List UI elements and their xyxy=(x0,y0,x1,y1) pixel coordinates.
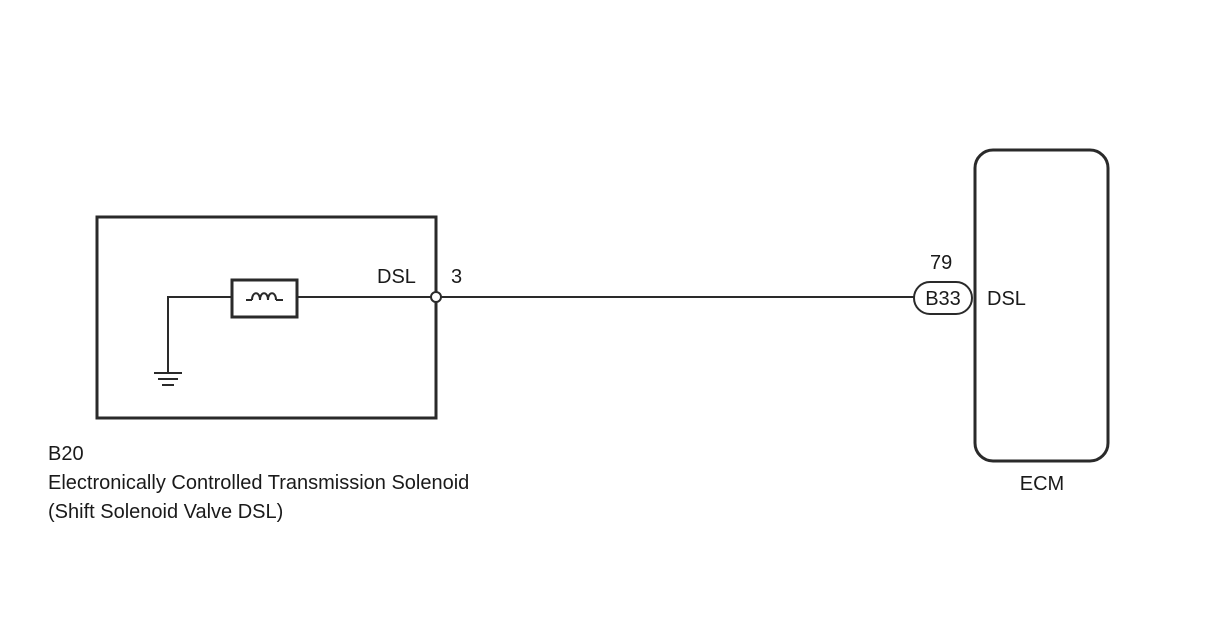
ground-wire xyxy=(167,296,232,372)
ecm-connector-pill xyxy=(913,281,973,315)
solenoid-box xyxy=(95,215,438,420)
ecm-pin-number: 79 xyxy=(930,252,952,274)
solenoid-terminal-icon xyxy=(430,291,442,303)
solenoid-pin-number: 3 xyxy=(451,266,462,288)
solenoid-connector-code: B20 xyxy=(48,443,84,465)
ecm-name: ECM xyxy=(1020,473,1064,495)
solenoid-name: Electronically Controlled Transmission S… xyxy=(48,472,469,494)
ecm-connector-label: B33 xyxy=(925,288,961,310)
ecm-pin-label: DSL xyxy=(987,288,1026,310)
solenoid-subname: (Shift Solenoid Valve DSL) xyxy=(48,501,283,523)
coil-icon xyxy=(230,278,299,319)
ground-icon xyxy=(154,372,182,386)
solenoid-pin-label: DSL xyxy=(377,266,416,288)
ecm-box xyxy=(973,148,1110,463)
